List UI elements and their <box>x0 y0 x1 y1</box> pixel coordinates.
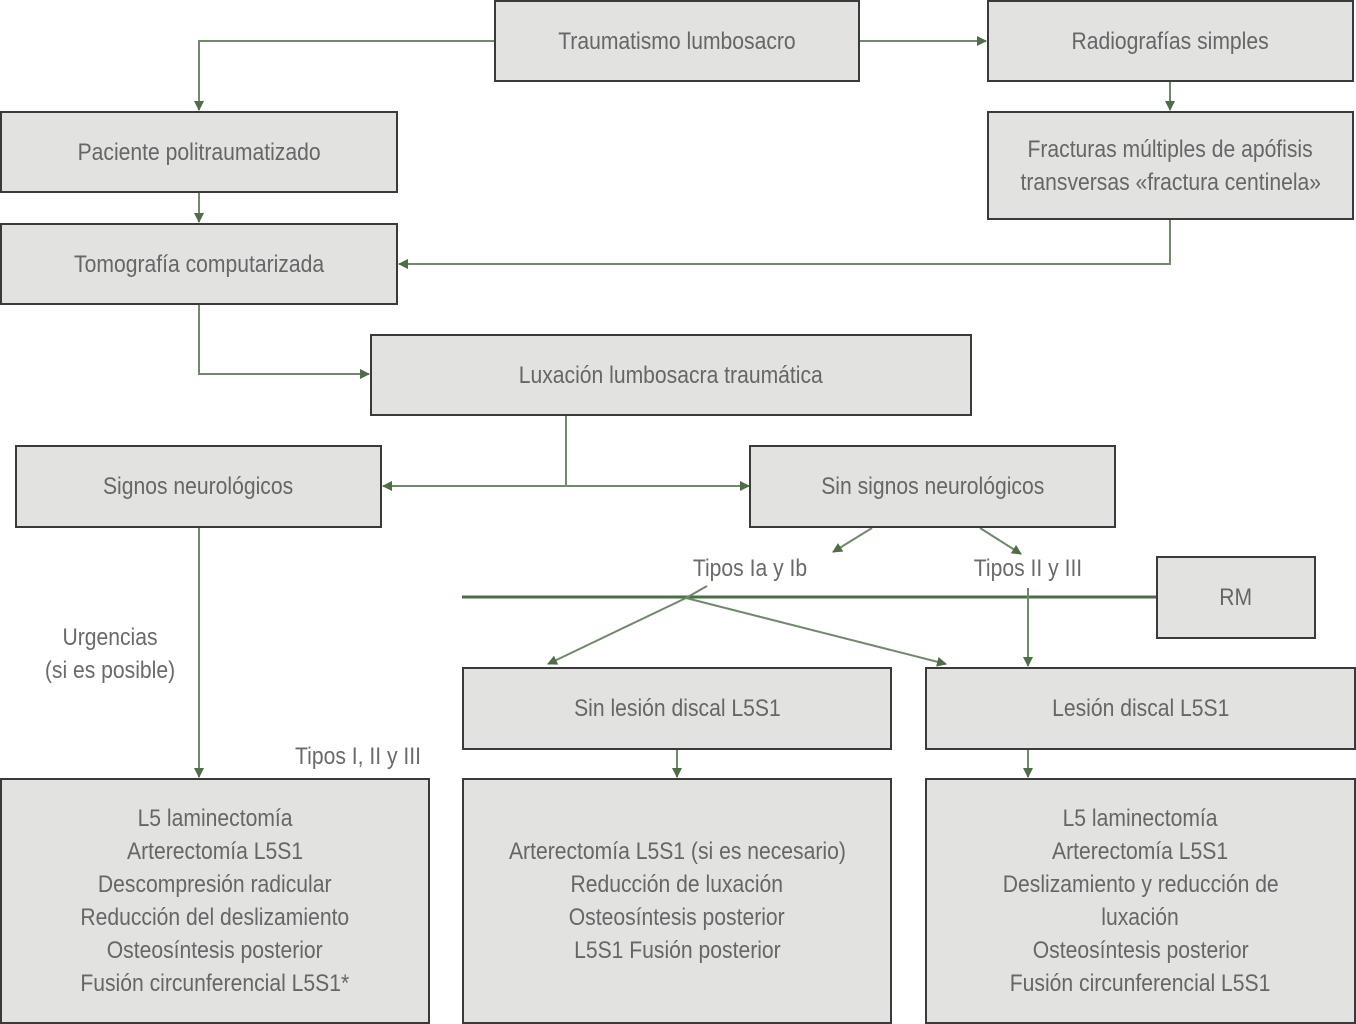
arrow-ia-ib-to-sin-lesion <box>547 597 687 665</box>
arrow-to-tipos-ia-ib <box>832 527 873 553</box>
treatment-item: Deslizamiento y reducción de <box>1002 871 1279 898</box>
label-urgencias: Urgencias (si es posible) <box>31 621 189 687</box>
node-luxacion-lumbosacra: Luxación lumbosacra traumática <box>370 334 972 416</box>
node-label: Signos neurológicos <box>103 473 294 500</box>
treatment-item: Arterectomía L5S1 (si es necesario) <box>508 838 846 865</box>
node-signos-neurologicos: Signos neurológicos <box>15 445 382 528</box>
node-treatment-neurologic: L5 laminectomía Arterectomía L5S1 Descom… <box>0 778 430 1024</box>
arrow-tomografia-to-luxacion <box>198 305 370 379</box>
treatment-item: L5 laminectomía <box>137 805 293 832</box>
label-line: Urgencias <box>62 624 158 651</box>
node-label-line: transversas «fractura centinela» <box>1020 168 1321 196</box>
node-label: Traumatismo lumbosacro <box>558 27 796 55</box>
arrow-to-tipos-ii-iii <box>979 527 1022 555</box>
node-label: Sin signos neurológicos <box>820 473 1045 500</box>
node-sin-lesion-discal: Sin lesión discal L5S1 <box>462 667 892 750</box>
arrow-fracturas-to-tomografia <box>398 220 1171 269</box>
treatment-item: Fusión circunferencial L5S1* <box>80 970 350 997</box>
node-label: Lesión discal L5S1 <box>1051 695 1230 722</box>
node-label-line: Fracturas múltiples de apófisis <box>1027 135 1314 163</box>
arrow-ia-ib-to-lesion <box>685 597 947 667</box>
node-radiografias-simples: Radiografías simples <box>987 0 1354 82</box>
node-tomografia-computarizada: Tomografía computarizada <box>0 223 398 305</box>
treatment-item: Descompresión radicular <box>98 871 332 898</box>
node-lesion-discal: Lesión discal L5S1 <box>925 667 1356 750</box>
node-treatment-sin-lesion: Arterectomía L5S1 (si es necesario) Redu… <box>462 778 892 1024</box>
treatment-item: Reducción de luxación <box>570 871 784 898</box>
treatment-item: Osteosíntesis posterior <box>1032 937 1249 964</box>
arrow-trauma-to-politrauma <box>194 40 494 111</box>
node-fracturas-centinela: Fracturas múltiples de apófisis transver… <box>987 111 1354 220</box>
node-label: Radiografías simples <box>1071 27 1270 55</box>
node-label: Sin lesión discal L5S1 <box>573 695 781 722</box>
node-traumatismo-lumbosacro: Traumatismo lumbosacro <box>494 0 860 82</box>
node-label: RM <box>1219 584 1253 611</box>
treatment-item: Reducción del deslizamiento <box>80 904 350 931</box>
treatment-item: luxación <box>1101 904 1180 931</box>
node-label: Tomografía computarizada <box>73 250 325 278</box>
treatment-item: Arterectomía L5S1 <box>1052 838 1229 865</box>
node-label: Luxación lumbosacra traumática <box>518 361 824 389</box>
treatment-item: Osteosíntesis posterior <box>568 904 785 931</box>
label-tipos-ia-ib: Tipos Ia y Ib <box>692 555 808 582</box>
connector-ia-ib-stub <box>685 585 708 599</box>
node-sin-signos-neurologicos: Sin signos neurológicos <box>749 445 1116 528</box>
label-tipos-i-ii-iii: Tipos I, II y III <box>295 743 421 770</box>
treatment-item: Arterectomía L5S1 <box>126 838 304 865</box>
node-rm: RM <box>1156 556 1316 639</box>
treatment-item: L5 laminectomía <box>1063 805 1218 832</box>
node-treatment-lesion: L5 laminectomía Arterectomía L5S1 Desliz… <box>925 778 1356 1024</box>
treatment-item: L5S1 Fusión posterior <box>573 937 781 964</box>
treatment-item: Fusión circunferencial L5S1 <box>1010 970 1271 997</box>
label-tipos-ii-iii: Tipos II y III <box>973 555 1083 582</box>
node-label: Paciente politraumatizado <box>77 138 321 166</box>
treatment-item: Osteosíntesis posterior <box>106 937 323 964</box>
node-paciente-politraumatizado: Paciente politraumatizado <box>0 111 398 193</box>
label-line: (si es posible) <box>44 657 176 684</box>
